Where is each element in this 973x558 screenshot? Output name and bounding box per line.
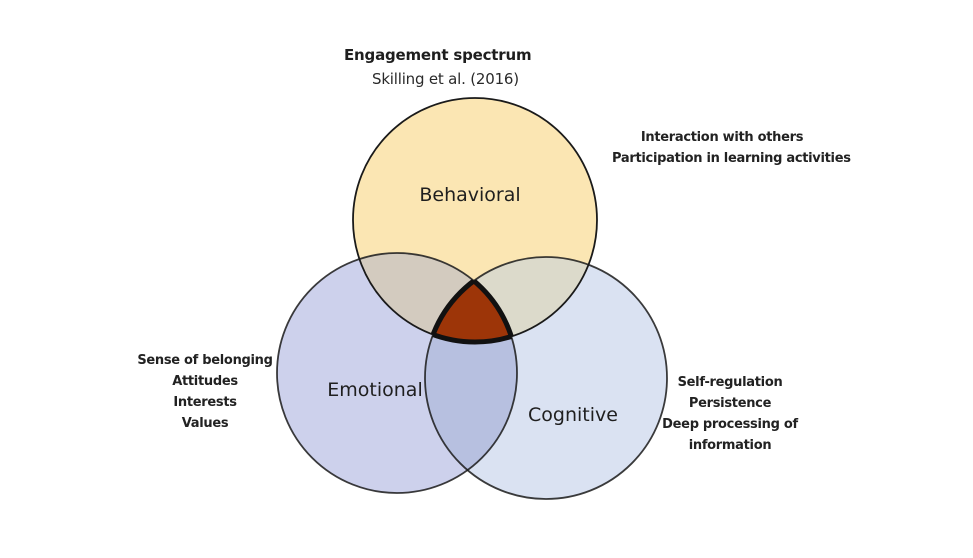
cognitive-outline: [424, 256, 668, 500]
emotional-label: Emotional: [327, 379, 422, 401]
emotional-notes: Sense of belonging Attitudes Interests V…: [130, 350, 280, 434]
cognitive-label: Cognitive: [528, 404, 618, 426]
diagram-citation: Skilling et al. (2016): [372, 70, 519, 88]
behavioral-note: Interaction with others: [640, 130, 804, 145]
emotional-note: Values: [181, 416, 229, 431]
cognitive-note: Persistence: [688, 396, 772, 411]
behavioral-label: Behavioral: [419, 184, 520, 206]
cognitive-note: Deep processing of: [662, 417, 798, 432]
emotional-note: Attitudes: [172, 374, 238, 389]
diagram-title: Engagement spectrum: [344, 46, 532, 64]
emotional-note: Interests: [173, 395, 237, 410]
cognitive-note: information: [688, 438, 772, 453]
behavioral-note: Participation in learning activities: [612, 151, 851, 166]
behavioral-notes: Interaction with others Participation in…: [612, 127, 851, 169]
cognitive-note: Self-regulation: [677, 375, 783, 390]
center-outline-behavioral: [425, 257, 517, 345]
emotional-note: Sense of belonging: [137, 353, 273, 368]
emotional-outline: [276, 252, 518, 494]
center-overlap: [425, 257, 517, 342]
cognitive-notes: Self-regulation Persistence Deep process…: [655, 372, 805, 456]
